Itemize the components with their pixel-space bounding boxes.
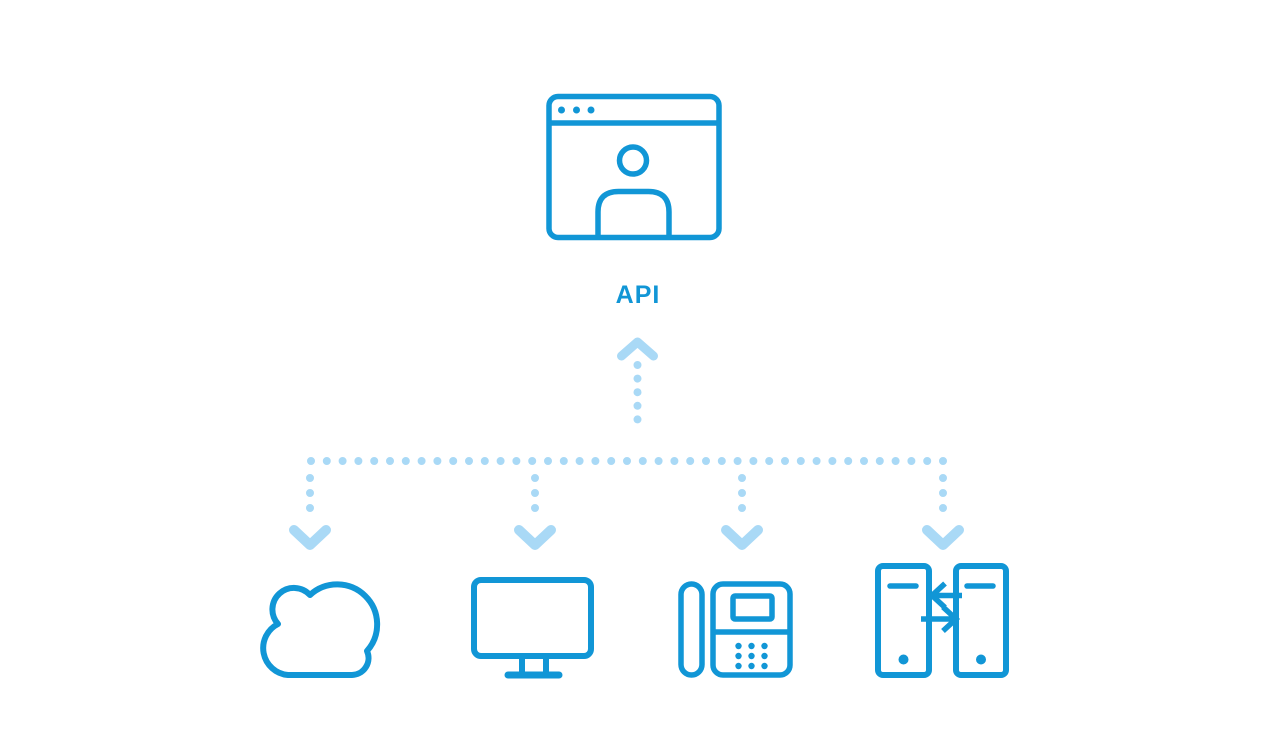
- phone-display: [730, 593, 775, 622]
- api-label: API: [615, 281, 661, 309]
- chevron-down-icon: [721, 525, 763, 550]
- user-head: [616, 144, 650, 177]
- phone-keypad: [735, 642, 768, 670]
- down-arrow-1: [289, 474, 331, 550]
- up-arrow: [617, 337, 658, 437]
- down-arrow-2: [514, 474, 556, 550]
- monitor-icon: [471, 577, 594, 679]
- phone-handset: [678, 581, 705, 678]
- monitor-screen: [471, 577, 594, 659]
- desk-phone-icon: [678, 581, 793, 678]
- server-led-left: [898, 654, 909, 665]
- chevron-up-icon: [617, 337, 658, 361]
- browser-dot-1: [558, 106, 565, 114]
- cloud-icon: [260, 581, 381, 678]
- user-body: [595, 188, 672, 235]
- down-arrow-3: [721, 474, 763, 550]
- browser-dot-3: [587, 106, 595, 114]
- chevron-down-icon: [922, 525, 964, 550]
- sync-arrows-icon: [921, 581, 962, 634]
- servers-sync-icon: [875, 563, 1009, 678]
- chevron-down-icon: [289, 525, 331, 550]
- server-led-right: [976, 654, 986, 665]
- chevron-down-icon: [514, 525, 556, 550]
- down-arrow-4: [922, 474, 964, 550]
- browser-user-icon: [546, 93, 722, 241]
- browser-dot-2: [573, 106, 580, 114]
